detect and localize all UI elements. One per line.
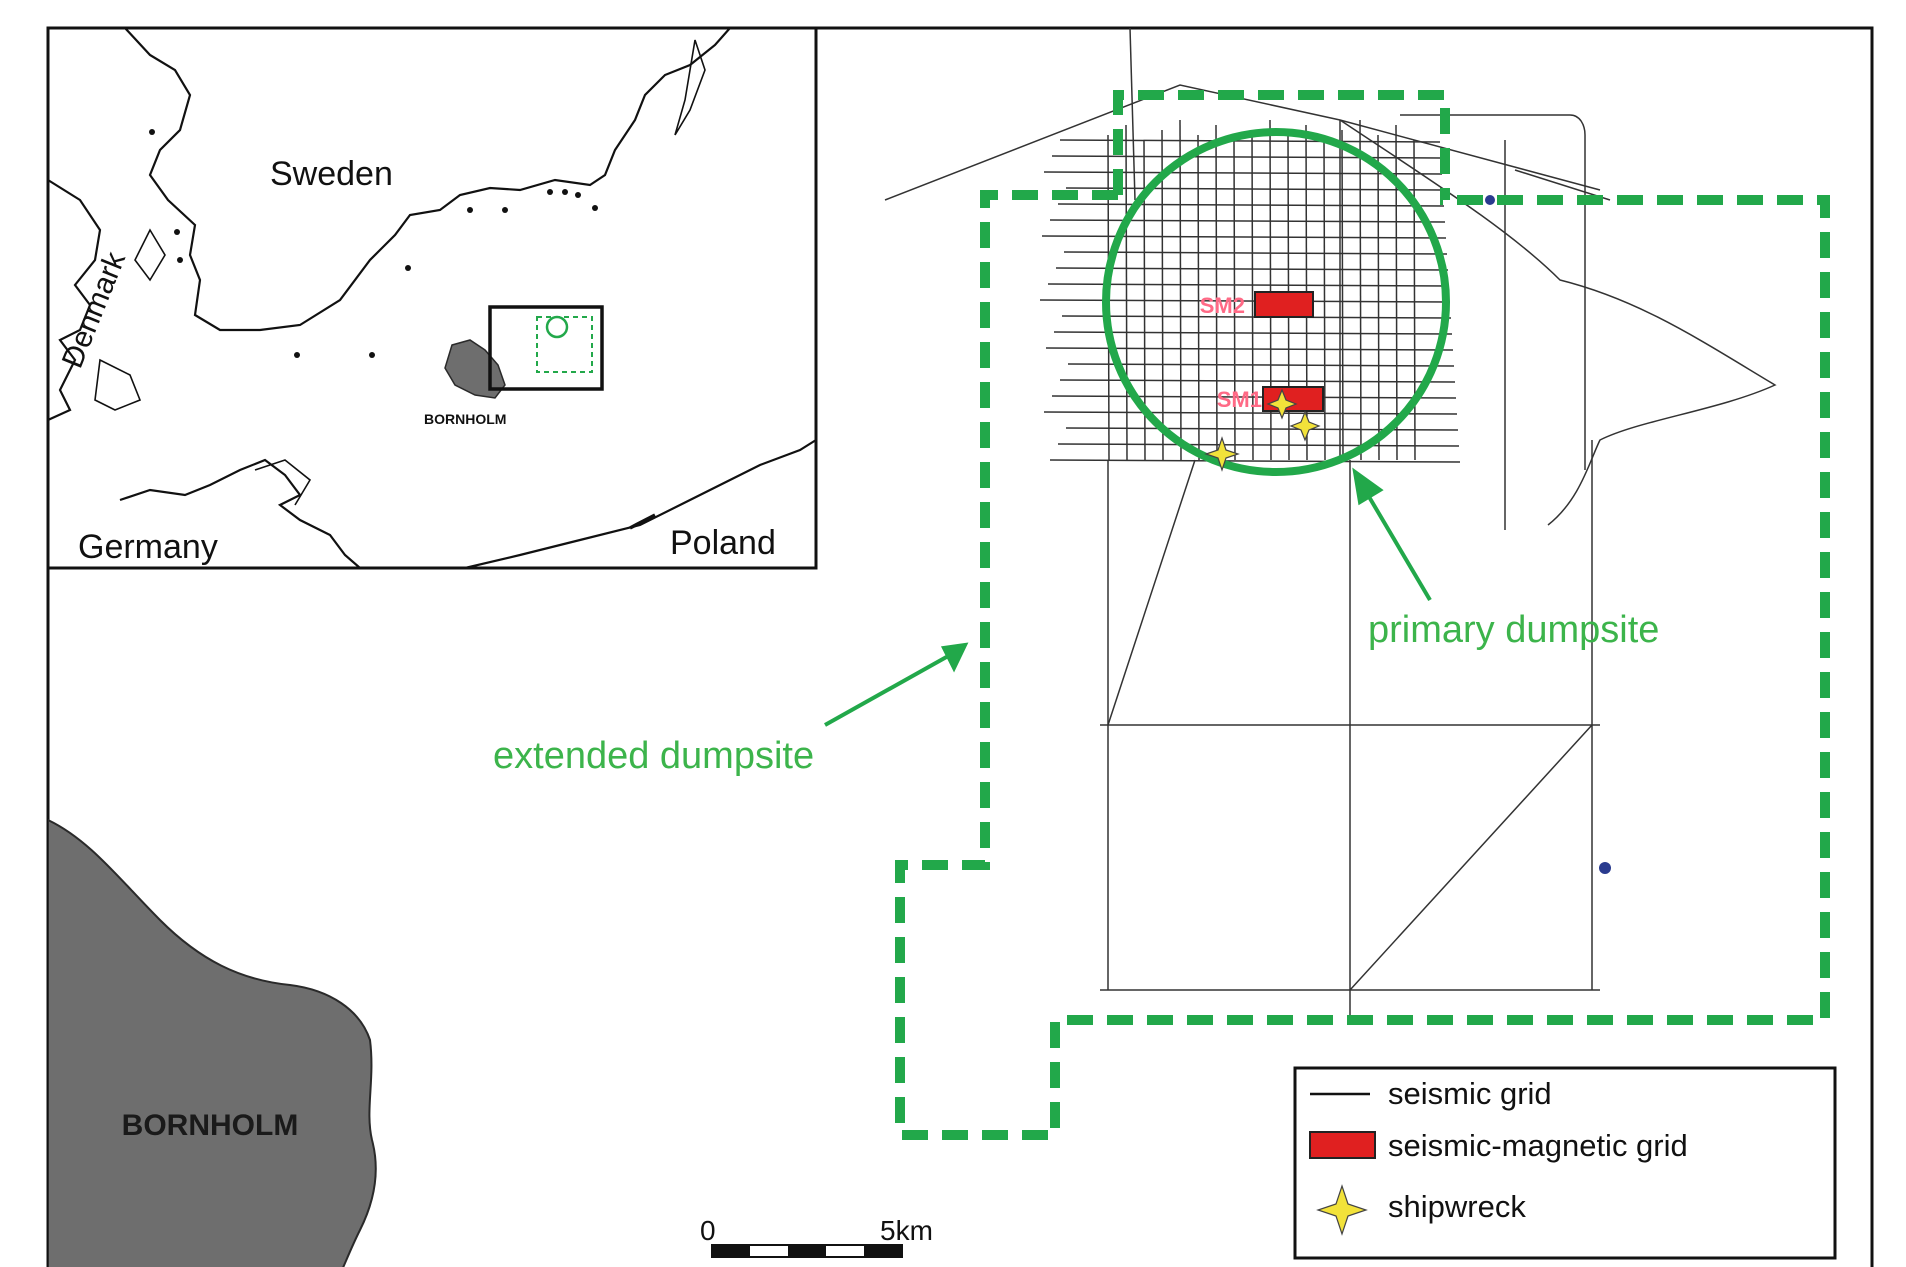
sm2-label: SM2 <box>1200 293 1245 318</box>
shipwreck-icon <box>1289 410 1321 442</box>
point-marker <box>1599 862 1611 874</box>
scale-end-label: 5km <box>880 1215 933 1246</box>
sm2-grid <box>1254 291 1314 318</box>
inset-map: Sweden Denmark Germany Poland BORNHOLM <box>46 26 818 570</box>
shipwreck-icon <box>1266 388 1298 420</box>
inset-label-germany: Germany <box>78 528 218 566</box>
primary-dumpsite-circle <box>1102 128 1450 476</box>
inset-study-area-box <box>488 305 604 391</box>
sm1-label: SM1 <box>1217 387 1262 412</box>
legend-star-icon <box>1316 1184 1368 1236</box>
extended-dumpsite-label: extended dumpsite <box>493 735 814 777</box>
inset-label-bornholm: BORNHOLM <box>424 411 506 427</box>
inset-label-sweden: Sweden <box>270 155 393 193</box>
scale-bar: 0 5km <box>700 1215 933 1258</box>
legend: seismic grid seismic-magnetic grid shipw… <box>1293 1066 1837 1260</box>
scale-start-label: 0 <box>700 1215 716 1246</box>
sm1-grid <box>1262 386 1324 412</box>
legend-label-seismic-grid: seismic grid <box>1388 1076 1552 1111</box>
extended-dumpsite-boundary <box>895 90 1830 1140</box>
legend-rect-symbol <box>1309 1131 1376 1159</box>
bornholm-island <box>48 818 377 1267</box>
bornholm-label: BORNHOLM <box>122 1109 299 1142</box>
annotation-arrows <box>824 467 1432 727</box>
inset-label-poland: Poland <box>670 524 776 562</box>
primary-dumpsite-label: primary dumpsite <box>1368 609 1659 651</box>
point-marker <box>1485 195 1495 205</box>
legend-label-shipwreck: shipwreck <box>1388 1189 1526 1224</box>
shipwreck-markers <box>1204 388 1321 472</box>
shipwreck-icon <box>1204 436 1240 472</box>
legend-label-seismic-magnetic: seismic-magnetic grid <box>1388 1128 1688 1163</box>
